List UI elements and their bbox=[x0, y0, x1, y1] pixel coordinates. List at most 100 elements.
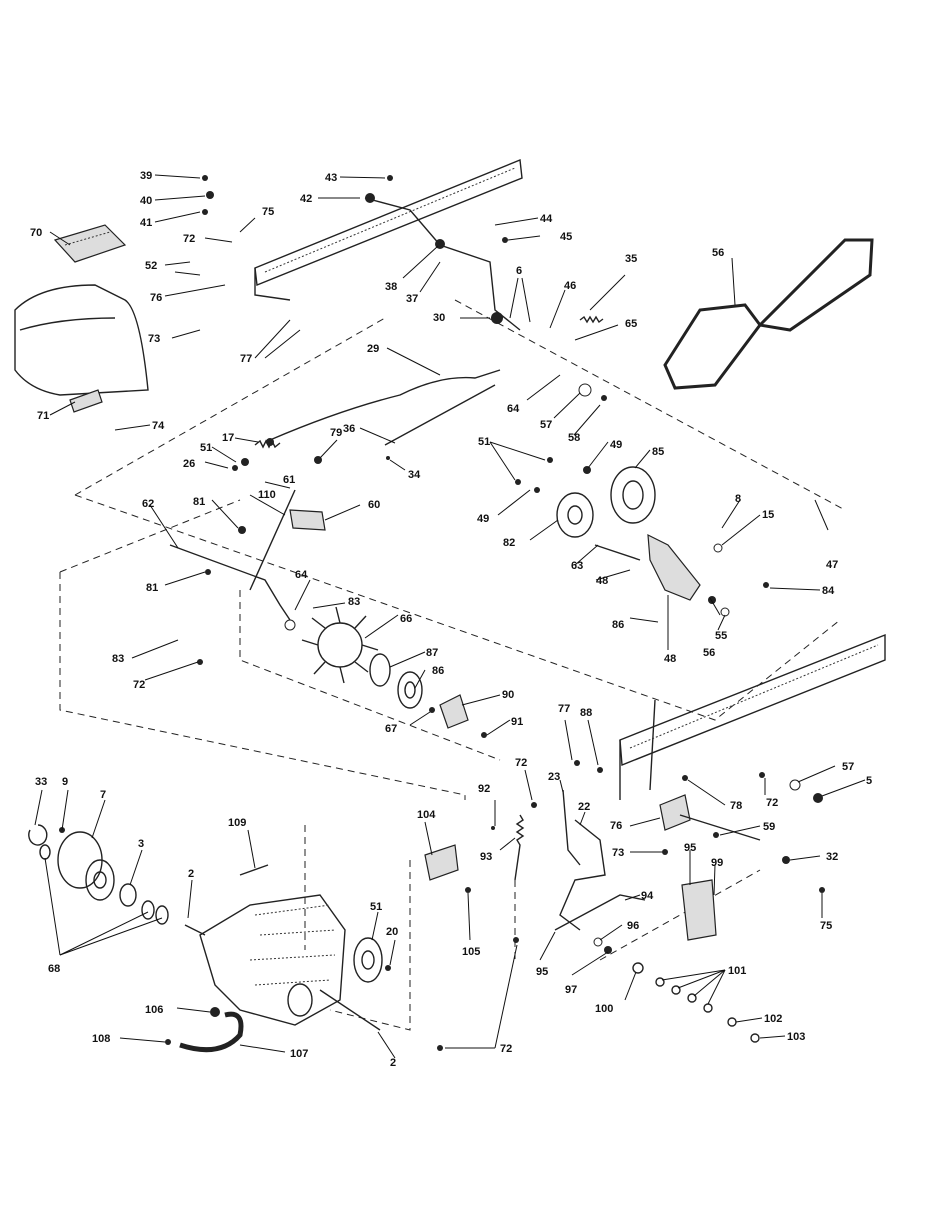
callout-105: 105 bbox=[462, 946, 480, 958]
callout-45: 45 bbox=[560, 231, 572, 243]
callout-57: 57 bbox=[842, 761, 854, 773]
callout-49: 49 bbox=[477, 513, 489, 525]
callout-75: 75 bbox=[820, 920, 832, 932]
callout-57: 57 bbox=[540, 419, 552, 431]
callout-94: 94 bbox=[641, 890, 654, 902]
callout-72: 72 bbox=[500, 1043, 512, 1055]
callout-101: 101 bbox=[728, 965, 746, 977]
callout-42: 42 bbox=[300, 193, 312, 205]
callout-64: 64 bbox=[295, 569, 308, 581]
callout-33: 33 bbox=[35, 776, 47, 788]
callout-9: 9 bbox=[62, 776, 68, 788]
idler-bracket-84 bbox=[647, 533, 701, 601]
rod-59 bbox=[679, 814, 761, 841]
nut-102 bbox=[727, 1017, 737, 1027]
callout-72: 72 bbox=[183, 233, 195, 245]
callout-73: 73 bbox=[148, 333, 160, 345]
callout-58: 58 bbox=[568, 432, 580, 444]
arm-95 bbox=[554, 894, 646, 931]
nut-103 bbox=[750, 1033, 760, 1043]
callout-63: 63 bbox=[571, 560, 583, 572]
callout-26: 26 bbox=[183, 458, 195, 470]
pulley-85 bbox=[610, 466, 656, 524]
callout-106: 106 bbox=[145, 1004, 163, 1016]
callout-62: 62 bbox=[142, 498, 154, 510]
callout-2: 2 bbox=[188, 868, 194, 880]
bracket-60 bbox=[289, 509, 326, 531]
spring-93 bbox=[514, 814, 525, 881]
callout-109: 109 bbox=[228, 817, 246, 829]
callout-75: 75 bbox=[262, 206, 274, 218]
callout-15: 15 bbox=[762, 509, 774, 521]
callout-73: 73 bbox=[612, 847, 624, 859]
callout-35: 35 bbox=[625, 253, 637, 265]
callout-56: 56 bbox=[712, 247, 724, 259]
callout-107: 107 bbox=[290, 1048, 308, 1060]
shaft-109 bbox=[239, 864, 269, 876]
callout-51: 51 bbox=[478, 436, 490, 448]
callout-55: 55 bbox=[715, 630, 727, 642]
callout-84: 84 bbox=[822, 585, 835, 597]
bracket-71 bbox=[69, 389, 103, 413]
callout-48: 48 bbox=[596, 575, 608, 587]
callout-100: 100 bbox=[595, 1003, 613, 1015]
callout-85: 85 bbox=[652, 446, 664, 458]
callout-68: 68 bbox=[48, 963, 60, 975]
callout-51: 51 bbox=[200, 442, 212, 454]
lever-62 bbox=[169, 544, 291, 621]
washer-68a bbox=[141, 900, 155, 920]
rod-23 bbox=[562, 789, 581, 866]
callout-82: 82 bbox=[503, 537, 515, 549]
callout-70: 70 bbox=[30, 227, 42, 239]
callout-48: 48 bbox=[664, 653, 676, 665]
callout-87: 87 bbox=[426, 647, 438, 659]
callout-49: 49 bbox=[610, 439, 622, 451]
callout-40: 40 bbox=[140, 195, 152, 207]
callout-29: 29 bbox=[367, 343, 379, 355]
callout-30: 30 bbox=[433, 312, 445, 324]
upper-assembly-boundary bbox=[74, 299, 846, 721]
callout-79: 79 bbox=[330, 427, 342, 439]
callout-61: 61 bbox=[283, 474, 295, 486]
pulley-87 bbox=[369, 653, 391, 687]
callout-38: 38 bbox=[385, 281, 397, 293]
nut-100 bbox=[632, 962, 644, 974]
callout-76: 76 bbox=[150, 292, 162, 304]
hose-107 bbox=[179, 1011, 244, 1053]
callout-23: 23 bbox=[548, 771, 560, 783]
lever-22 bbox=[559, 819, 606, 931]
bracket-99 bbox=[681, 879, 717, 941]
callout-103: 103 bbox=[787, 1031, 805, 1043]
callout-59: 59 bbox=[763, 821, 775, 833]
retaining-ring-33 bbox=[28, 824, 48, 846]
callout-86: 86 bbox=[612, 619, 624, 631]
callout-83: 83 bbox=[112, 653, 124, 665]
leader-lines bbox=[34, 174, 866, 1059]
callout-76: 76 bbox=[610, 820, 622, 832]
pedal-pad bbox=[53, 224, 127, 263]
callout-44: 44 bbox=[540, 213, 553, 225]
callout-2: 2 bbox=[390, 1057, 396, 1069]
fan-86 bbox=[301, 606, 379, 684]
callout-95: 95 bbox=[684, 842, 696, 854]
callout-97: 97 bbox=[565, 984, 577, 996]
washer-set-101 bbox=[655, 977, 713, 1013]
callout-74: 74 bbox=[152, 420, 165, 432]
middle-assembly-boundary bbox=[59, 499, 501, 800]
callout-102: 102 bbox=[764, 1013, 782, 1025]
bolt-63 bbox=[594, 544, 641, 561]
callout-56: 56 bbox=[703, 647, 715, 659]
callout-51: 51 bbox=[370, 901, 382, 913]
frame-rail-upper bbox=[254, 159, 523, 301]
callout-32: 32 bbox=[826, 851, 838, 863]
callout-34: 34 bbox=[408, 469, 421, 481]
callout-93: 93 bbox=[480, 851, 492, 863]
callout-65: 65 bbox=[625, 318, 637, 330]
callout-104: 104 bbox=[417, 809, 436, 821]
callout-81: 81 bbox=[193, 496, 205, 508]
callout-81: 81 bbox=[146, 582, 158, 594]
transaxle bbox=[184, 894, 381, 1031]
lower-assembly-boundary bbox=[304, 825, 761, 1031]
